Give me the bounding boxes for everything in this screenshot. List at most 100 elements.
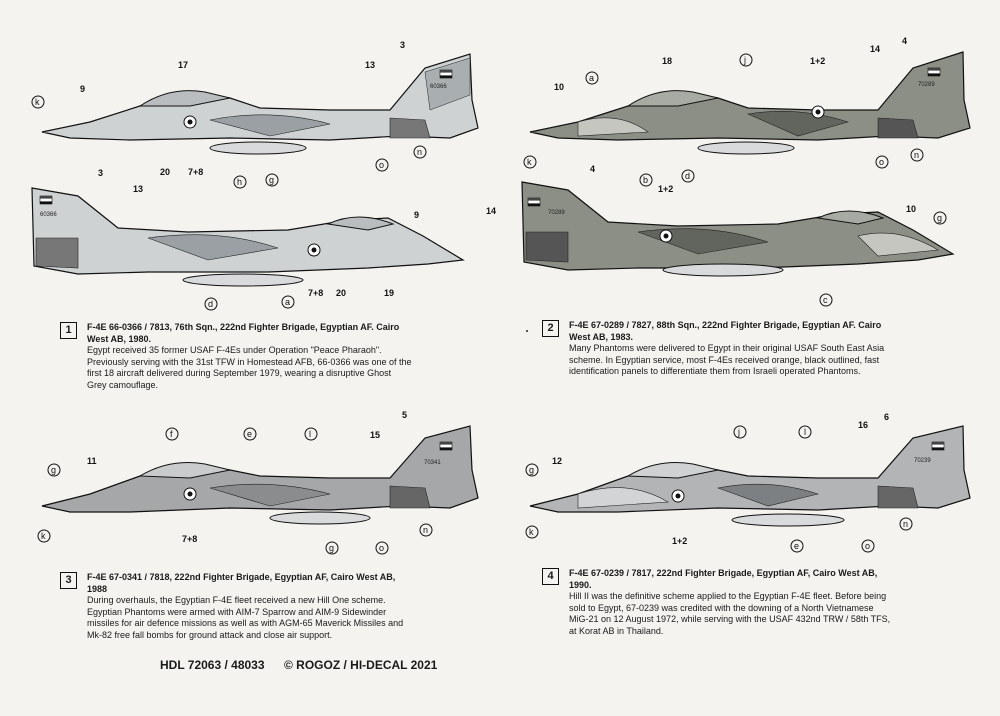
caption-body: During overhauls, the Egyptian F-4E flee… (87, 595, 403, 641)
aircraft-profile-2-right: 70289 4 14 1+2 10 b g c (486, 164, 978, 307)
callout-label: 5 (402, 410, 407, 420)
callout-letter: o (865, 541, 870, 551)
caption-title: F-4E 66-0366 / 7813, 76th Sqn., 222nd Fi… (87, 322, 399, 345)
caption-title-line: F-4E 67-0289 / 7827, 88th Sqn., 222nd Fi… (569, 320, 882, 330)
callout-letter: o (379, 160, 384, 170)
caption-body-line: sold to Egypt, 67-0239 was credited with… (569, 602, 874, 613)
caption-body-line: scheme. In Egyptian service, most F-4Es … (569, 354, 880, 365)
callout-letter: k (529, 527, 534, 537)
callout-label: 7+8 (308, 288, 323, 298)
callout-letter: d (208, 299, 213, 309)
callout-letter: n (903, 519, 908, 529)
callout-label: 1+2 (810, 56, 825, 66)
callout-letter: b (643, 175, 648, 185)
callout-letter: l (804, 427, 806, 437)
callout-letter: a (285, 297, 290, 307)
caption-body-line: During overhauls, the Egyptian F-4E flee… (87, 595, 386, 605)
callout-letter: a (589, 73, 594, 83)
caption-2: 2 F-4E 67-0289 / 7827, 88th Sqn., 222nd … (542, 320, 962, 384)
caption-title: F-4E 67-0239 / 7817, 222nd Fighter Briga… (569, 568, 877, 591)
callout-label: 4 (590, 164, 595, 174)
caption-body: Egypt received 35 former USAF F-4Es unde… (87, 345, 412, 391)
profile-number-box: 4 (542, 568, 559, 585)
profile-number-box: 3 (60, 572, 77, 589)
callout-letter: k (41, 531, 46, 541)
caption-body-line: Hill II was the definitive scheme applie… (569, 591, 887, 601)
callout-letter: g (329, 543, 334, 553)
fin-serial: 70239 (914, 458, 931, 464)
fin-serial: 70289 (918, 82, 935, 88)
caption-title: F-4E 67-0341 / 7818, 222nd Fighter Briga… (87, 572, 395, 595)
fin-serial: 70341 (424, 460, 441, 466)
callout-label: 20 (160, 167, 170, 177)
callout-letter: h (237, 177, 242, 187)
caption-body-line: at Korat AB in Thailand. (569, 625, 664, 636)
callout-letter: g (51, 465, 56, 475)
callout-label: 3 (98, 168, 103, 178)
callout-letter: e (794, 541, 799, 551)
caption-title-line: F-4E 67-0239 / 7817, 222nd Fighter Briga… (569, 568, 878, 578)
fin-serial: 60366 (40, 212, 57, 218)
caption-body-line: Many Phantoms were delivered to Egypt in… (569, 343, 885, 353)
callout-letter: l (309, 429, 311, 439)
product-code: HDL 72063 / 48033 (160, 658, 265, 672)
aircraft-profile-1-left: 60366 3 13 17 9 20 7+8 k g o n (30, 40, 480, 187)
callout-label: 14 (870, 44, 880, 54)
caption-title-line: West AB, 1983. (569, 331, 634, 342)
callout-letter: n (914, 150, 919, 160)
caption-body-line: Mk-82 free fall bombs for ground attack … (87, 629, 333, 640)
caption-body-line: first 18 aircraft delivered during Septe… (87, 368, 392, 378)
callout-letter: k (527, 157, 532, 167)
callout-label: 20 (336, 288, 346, 298)
aircraft-profile-2-left: 70289 14 4 18 1+2 10 a j k d o n (518, 36, 978, 183)
caption-title: F-4E 67-0289 / 7827, 88th Sqn., 222nd Fi… (569, 320, 881, 343)
callout-label: 7+8 (188, 167, 203, 177)
callout-label: 1+2 (658, 184, 673, 194)
callout-label: 15 (370, 430, 380, 440)
callout-label: 11 (87, 456, 97, 466)
callout-letter: e (247, 429, 252, 439)
callout-letter: o (879, 157, 884, 167)
caption-body-line: missiles for air defence missions as wel… (87, 618, 404, 628)
stray-dot (526, 330, 528, 332)
callout-label: 17 (178, 60, 188, 70)
caption-body-line: Egypt received 35 former USAF F-4Es unde… (87, 345, 382, 355)
caption-body-line: Egyptian Phantoms were armed with AIM-7 … (87, 606, 387, 617)
callout-label: 3 (400, 40, 405, 50)
callout-label: 7+8 (182, 534, 197, 544)
callout-letter: j (743, 55, 746, 65)
profile-number-box: 1 (60, 322, 77, 339)
aircraft-profile-4-left: 70239 6 16 12 1+2 j l g k e o n (518, 408, 978, 553)
profile-number-box: 2 (542, 320, 559, 337)
callout-letter: c (823, 295, 828, 305)
callout-letter: g (269, 175, 274, 185)
callout-label: 10 (906, 204, 916, 214)
fin-serial: 60366 (430, 84, 447, 90)
caption-body-line: MiG-21 on 12 August 1972, while serving … (569, 614, 891, 624)
caption-title-line: West AB, 1980. (87, 333, 152, 344)
callout-label: 9 (414, 210, 419, 220)
caption-4: 4 F-4E 67-0239 / 7817, 222nd Fighter Bri… (542, 568, 972, 644)
callout-label: 13 (133, 184, 143, 194)
caption-title-line: F-4E 66-0366 / 7813, 76th Sqn., 222nd Fi… (87, 322, 400, 332)
caption-3: 3 F-4E 67-0341 / 7818, 222nd Fighter Bri… (60, 572, 470, 648)
callout-label: 9 (80, 84, 85, 94)
callout-letter: g (937, 213, 942, 223)
callout-letter: n (417, 147, 422, 157)
aircraft-profile-3-left: 70341 5 15 11 7+8 f e l g k g o n (30, 408, 480, 555)
callout-label: 4 (902, 36, 907, 46)
fin-serial: 70289 (548, 210, 565, 216)
caption-body-line: identification panels to differentiate t… (569, 366, 861, 376)
callout-letter: d (685, 171, 690, 181)
callout-label: 19 (384, 288, 394, 298)
callout-label: 16 (858, 420, 868, 430)
caption-title-line: F-4E 67-0341 / 7818, 222nd Fighter Briga… (87, 572, 396, 582)
caption-title-line: 1990. (569, 579, 592, 590)
callout-label: 14 (486, 206, 496, 216)
callout-label: 18 (662, 56, 672, 66)
copyright-line: © ROGOZ / HI-DECAL 2021 (284, 658, 438, 672)
callout-letter: g (529, 465, 534, 475)
caption-body: Many Phantoms were delivered to Egypt in… (569, 343, 884, 378)
callout-letter: n (423, 525, 428, 535)
caption-body-line: Previously serving with the 31st TFW in … (87, 356, 412, 367)
